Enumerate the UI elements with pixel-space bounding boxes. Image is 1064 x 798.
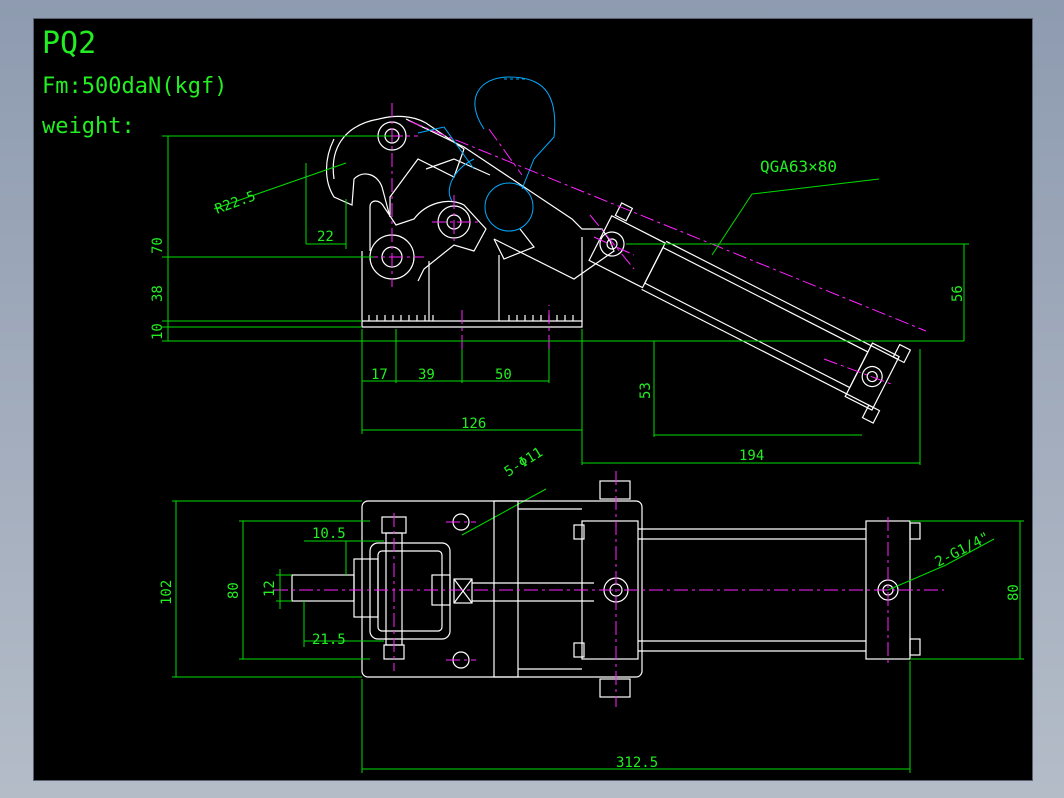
title-force: Fm:500daN(kgf): [42, 74, 227, 99]
label-holes: 5-Φ11: [502, 444, 546, 480]
dimensions-side: R22.5 22 70 38 10 17 39 50 126 53 194 56…: [150, 135, 969, 536]
dim-39: 39: [418, 367, 435, 383]
dim-80-right: 80: [1006, 584, 1022, 601]
dim-50: 50: [495, 367, 512, 383]
dim-10: 10: [150, 323, 166, 340]
dim-53: 53: [638, 382, 654, 399]
clamp-arm: [325, 115, 615, 282]
title-model: PQ2: [42, 26, 96, 61]
cad-viewport[interactable]: PQ2 Fm:500daN(kgf) weight:: [33, 18, 1033, 781]
label-cylinder: QGA63×80: [760, 157, 837, 176]
dim-10-5: 10.5: [312, 526, 346, 542]
dim-22: 22: [317, 229, 334, 245]
construction-geometry: [417, 76, 556, 232]
dim-21-5: 21.5: [312, 632, 346, 648]
dim-102: 102: [159, 580, 175, 605]
dim-56: 56: [950, 285, 966, 302]
dim-17: 17: [371, 367, 388, 383]
dim-70: 70: [150, 237, 166, 254]
dim-r22-5: R22.5: [213, 188, 258, 217]
dim-12: 12: [262, 580, 278, 597]
dim-312-5: 312.5: [616, 755, 658, 771]
side-view: R22.5 22 70 38 10 17 39 50 126 53 194 56…: [150, 76, 969, 536]
dim-194: 194: [739, 448, 764, 464]
label-port: 2-G1/4": [933, 530, 993, 571]
title-weight: weight:: [42, 114, 135, 139]
drawing-canvas: PQ2 Fm:500daN(kgf) weight:: [42, 26, 1024, 773]
dim-80-left: 80: [226, 582, 242, 599]
cylinder: [588, 202, 912, 424]
dim-38: 38: [150, 285, 166, 302]
dim-126: 126: [461, 416, 486, 432]
top-view: 102 80 12 10.5 21.5 80 312.5 5-Φ11 2-G1/…: [159, 444, 1024, 773]
dimensions-top: 102 80 12 10.5 21.5 80 312.5 5-Φ11 2-G1/…: [159, 444, 1024, 773]
centerlines-side: [364, 103, 927, 386]
